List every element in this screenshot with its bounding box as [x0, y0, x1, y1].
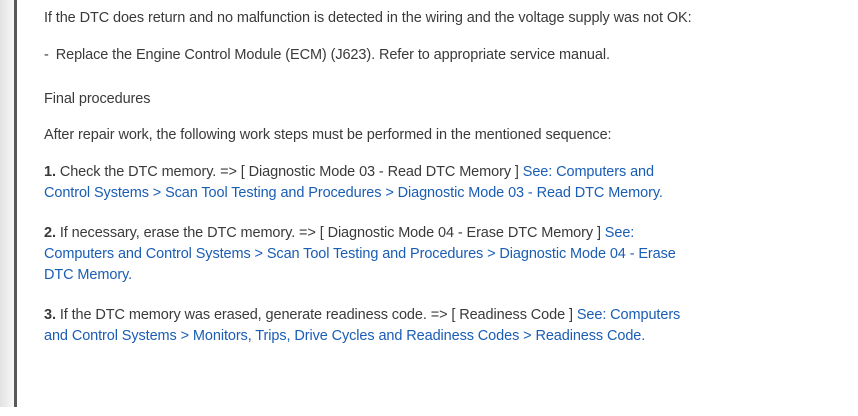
step-2-text: If necessary, erase the DTC memory. => [… — [55, 225, 605, 241]
section-heading-final-procedures: Final procedures — [44, 91, 151, 107]
bullet-replace-ecm-text: Replace the Engine Control Module (ECM) … — [55, 47, 610, 63]
step-3-see-link[interactable]: See: Computers and Control Systems > Mon… — [44, 307, 681, 344]
bullet-replace-ecm: -Replace the Engine Control Module (ECM)… — [44, 45, 692, 66]
step-3-text: If the DTC memory was erased, generate r… — [55, 307, 577, 323]
paragraph-sequence-intro: After repair work, the following work st… — [44, 127, 612, 143]
step-3-number: 3. — [44, 307, 56, 323]
step-item-2: 2. If necessary, erase the DTC memory. =… — [44, 223, 692, 286]
page-left-gutter — [0, 0, 14, 407]
step-1-number: 1. — [44, 164, 56, 180]
bullet-dash: - — [44, 47, 49, 63]
paragraph-dtc-condition: If the DTC does return and no malfunctio… — [44, 10, 692, 26]
step-2-number: 2. — [44, 225, 56, 241]
step-1-see-link[interactable]: See: Computers and Control Systems > Sca… — [44, 164, 663, 201]
step-1-text: Check the DTC memory. => [ Diagnostic Mo… — [55, 164, 523, 180]
document-content: If the DTC does return and no malfunctio… — [44, 8, 692, 366]
step-item-3: 3. If the DTC memory was erased, generat… — [44, 305, 692, 347]
page-left-border — [14, 0, 17, 407]
step-item-1: 1. Check the DTC memory. => [ Diagnostic… — [44, 162, 692, 204]
step-2-see-link[interactable]: See: Computers and Control Systems > Sca… — [44, 225, 676, 283]
